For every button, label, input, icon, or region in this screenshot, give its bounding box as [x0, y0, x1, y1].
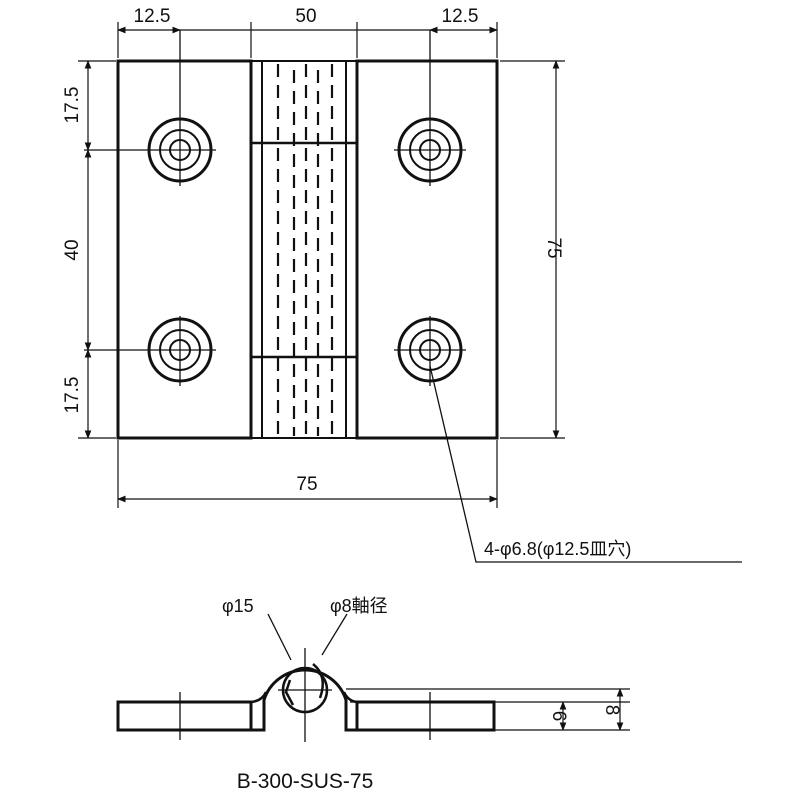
knuckle-region	[251, 60, 357, 439]
dim-top-right: 12.5	[442, 6, 479, 27]
side-view-callouts: φ15 φ8軸径	[222, 596, 388, 661]
right-leaf	[355, 59, 499, 440]
pin-diameter-label: φ8軸径	[330, 596, 388, 616]
hinge-side-view	[116, 648, 496, 742]
hole-note: 4-φ6.8(φ12.5皿穴)	[484, 539, 631, 559]
side-knuckle	[251, 668, 357, 732]
hole-callout: 4-φ6.8(φ12.5皿穴)	[429, 365, 742, 563]
left-leaf	[116, 59, 253, 440]
bottom-dimension: 75	[117, 440, 498, 508]
dim-right-height: 75	[543, 237, 564, 258]
total-thickness-label: 8	[601, 705, 622, 716]
right-dimension: 75	[500, 60, 565, 439]
dim-left-bottom: 17.5	[62, 377, 83, 414]
dim-left-top: 17.5	[62, 87, 83, 124]
model-number: B-300-SUS-75	[237, 770, 374, 793]
hole-centerlines	[84, 30, 466, 386]
dim-left-middle: 40	[62, 239, 83, 260]
side-thickness-dimensions: 6 8	[346, 688, 630, 731]
dim-top-left: 12.5	[134, 6, 171, 27]
hinge-top-view	[84, 30, 499, 440]
side-right-leaf	[355, 700, 496, 732]
leaf-thickness-label: 6	[548, 711, 569, 722]
dim-bottom-width: 75	[296, 474, 317, 495]
side-left-leaf	[116, 700, 253, 732]
dim-top-center: 50	[295, 6, 316, 27]
left-dimensions: 17.5 40 17.5	[62, 60, 116, 439]
knuckle-diameter-label: φ15	[222, 596, 254, 616]
top-dimensions: 12.5 50 12.5	[117, 6, 498, 58]
